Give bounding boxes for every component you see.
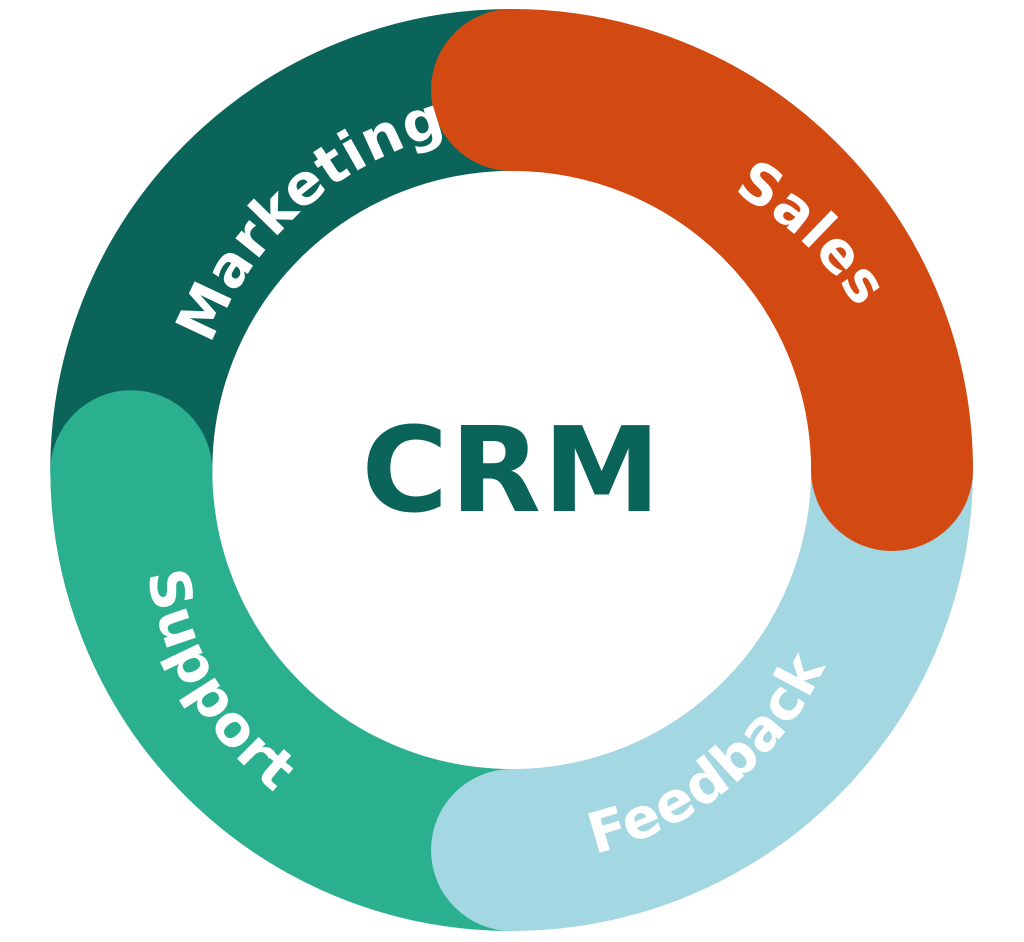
center-title: CRM bbox=[362, 401, 663, 539]
segment-support bbox=[50, 390, 593, 932]
segment-marketing bbox=[50, 8, 593, 553]
center-disc bbox=[213, 171, 811, 769]
ring-segments bbox=[50, 8, 973, 932]
segment-feedback bbox=[431, 389, 973, 931]
segment-sales bbox=[431, 9, 973, 551]
